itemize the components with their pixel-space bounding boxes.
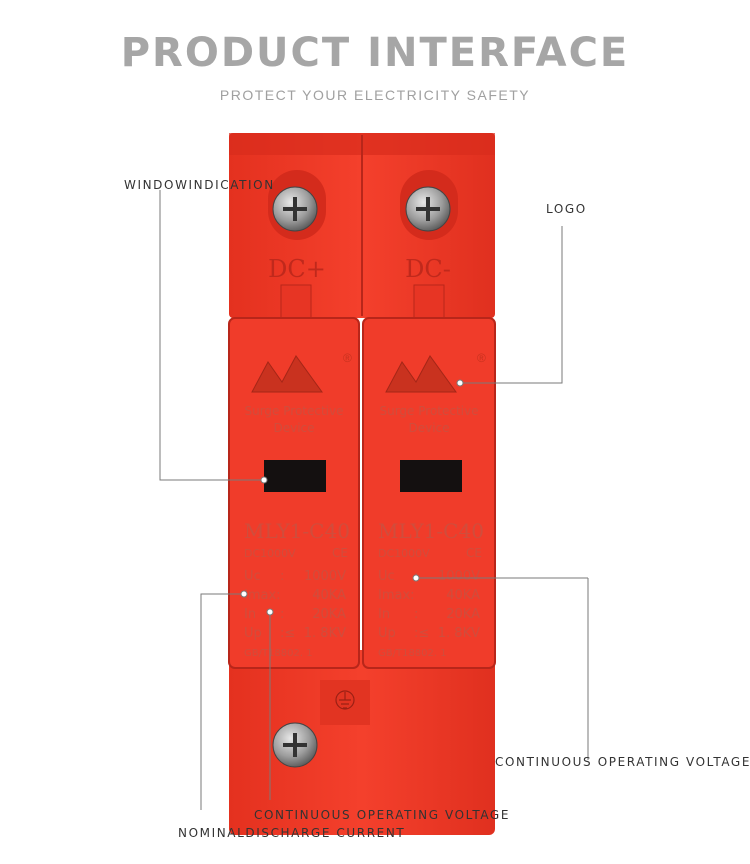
ce-mark: CE xyxy=(466,546,482,560)
rating-label: DC1000V xyxy=(244,547,296,560)
callout-continuous-operating-voltage: CONTINUOUS OPERATING VOLTAGE xyxy=(254,808,510,822)
page-subtitle: PROTECT YOUR ELECTRICITY SAFETY xyxy=(219,87,531,103)
screw-icon xyxy=(272,722,318,768)
standard-label: GB/T18802. 1 xyxy=(378,648,447,659)
spec-value: 1000V xyxy=(304,569,346,584)
spec-key: In xyxy=(378,607,390,622)
callout-nominal-discharge-current: NOMINALDISCHARGE CURRENT xyxy=(178,826,406,840)
spec-key: Uc xyxy=(244,569,261,584)
registered-mark: ® xyxy=(477,351,486,365)
spec-key: Uc xyxy=(378,569,395,584)
module-left: ® Surge Protective Device MLY1-C40 DC100… xyxy=(228,317,360,669)
spec-key: Up xyxy=(244,626,262,641)
registered-mark: ® xyxy=(343,351,352,365)
screw-icon xyxy=(272,186,318,232)
spec-separator: : xyxy=(414,607,418,622)
device-description: Surge Protective xyxy=(244,404,343,418)
brand-logo-icon xyxy=(385,355,457,393)
leader-lines xyxy=(159,190,589,810)
page-title: PRODUCT INTERFACE xyxy=(120,30,630,76)
spec-key: Imax: xyxy=(378,588,415,603)
device-description: Device xyxy=(273,421,314,435)
spec-value: 1. 8KV xyxy=(438,626,480,641)
brand-logo-icon xyxy=(251,355,323,393)
terminal-label-dc-minus: DC- xyxy=(405,255,451,283)
status-window xyxy=(400,460,462,492)
spec-key: In xyxy=(244,607,256,622)
device-description: Surge Protective xyxy=(379,404,478,418)
spec-separator: :≤ xyxy=(280,626,295,641)
screw-icon xyxy=(405,186,451,232)
bottom-base xyxy=(229,650,495,835)
spec-separator: : xyxy=(280,569,284,584)
model-label: MLY1-C40 xyxy=(244,519,350,543)
spec-value: 20KA xyxy=(446,607,480,622)
spec-value: 1. 8KV xyxy=(304,626,346,641)
callout-continuous-operating-voltage: CONTINUOUS OPERATING VOLTAGE xyxy=(495,755,750,769)
rating-label: DC1000V xyxy=(378,547,430,560)
spec-separator: :≤ xyxy=(414,626,429,641)
ce-mark: CE xyxy=(332,546,348,560)
spec-value: 40KA xyxy=(312,588,346,603)
standard-label: GB/T18802. 1 xyxy=(244,648,313,659)
top-terminal-block xyxy=(229,133,495,318)
callout-window-indication: WINDOWINDICATION xyxy=(124,178,275,192)
spec-table: Uc: 1000V Imax: 40KA In: 20KA Up :≤ 1. 8KV xyxy=(244,569,346,641)
spec-value: 1000V xyxy=(438,569,480,584)
spec-value: 40KA xyxy=(446,588,480,603)
module-right: ® Surge Protective Device MLY1-C40 DC100… xyxy=(362,317,496,669)
spec-key: Imax: xyxy=(244,588,281,603)
leader-dots xyxy=(240,379,464,616)
callout-logo: LOGO xyxy=(546,202,587,216)
device-description: Device xyxy=(408,421,449,435)
status-window xyxy=(264,460,326,492)
spec-value: 20KA xyxy=(312,607,346,622)
spec-key: Up xyxy=(378,626,396,641)
terminal-label-dc-plus: DC+ xyxy=(268,255,326,283)
spec-separator: : xyxy=(280,607,284,622)
model-label: MLY1-C40 xyxy=(378,519,484,543)
